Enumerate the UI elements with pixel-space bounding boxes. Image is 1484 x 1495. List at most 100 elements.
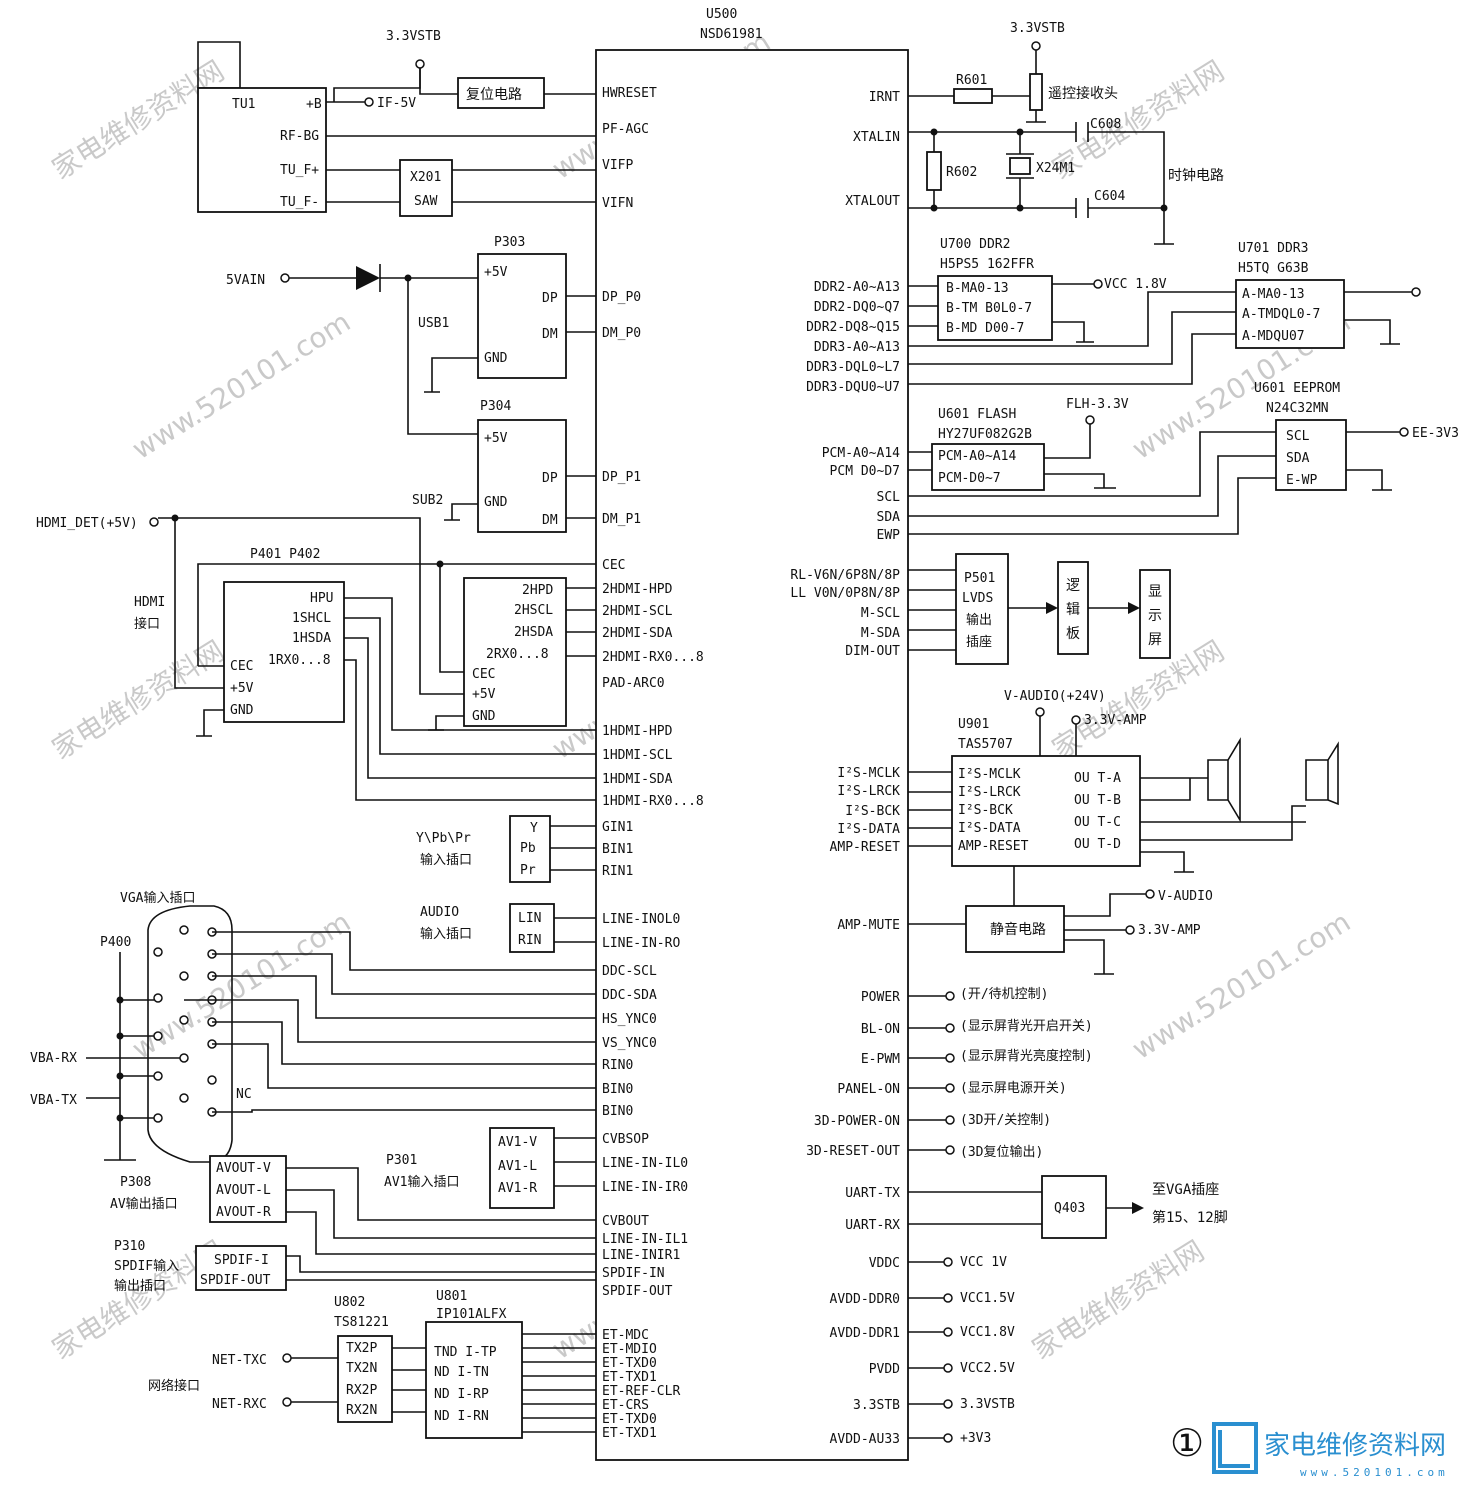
avout-l: AVOUT-L xyxy=(216,1183,271,1198)
reset-circuit-box xyxy=(457,77,545,109)
vcc18-label: VCC 1.8V xyxy=(1104,277,1167,292)
p303-dm: DM xyxy=(542,327,558,342)
u500-left-pin: ET-MDC xyxy=(602,1328,649,1343)
u500-left-pin: DP_P0 xyxy=(602,290,641,305)
u500-left-pin: RIN0 xyxy=(602,1058,633,1073)
u801-part: IP101ALFX xyxy=(436,1307,507,1322)
rail-vcc18: VCC1.8V xyxy=(960,1325,1015,1340)
diode xyxy=(356,266,380,290)
vga-pin xyxy=(153,947,163,957)
u500-right-pin: AVDD-DDR1 xyxy=(830,1326,900,1341)
ypbpr-pr: Pr xyxy=(520,863,536,878)
u500-left-pin: HWRESET xyxy=(602,86,657,101)
u802-tx2n: TX2N xyxy=(346,1361,377,1376)
u500-right-pin: DDR2-DQ0~Q7 xyxy=(814,300,900,315)
u500-right-pin: PCM-A0~A14 xyxy=(822,446,900,461)
vga-pin xyxy=(153,1071,163,1081)
p304-5v: +5V xyxy=(484,431,508,446)
amp33b-label: 3.3V-AMP xyxy=(1138,923,1201,938)
ee3v3-label: EE-3V3 xyxy=(1412,426,1459,441)
u500-right-pin: AVDD-AU33 xyxy=(830,1432,900,1447)
u601e-sda: SDA xyxy=(1286,451,1310,466)
u801-label: U801 xyxy=(436,1289,467,1304)
spdif-io-label: SPDIF输入 xyxy=(114,1258,179,1274)
vaudio-label: V-AUDIO xyxy=(1158,889,1213,904)
ctl-3dr: (3D复位输出) xyxy=(960,1144,1043,1160)
mute-circuit xyxy=(965,905,1065,953)
u500-left-pin: VIFN xyxy=(602,196,633,211)
u601f-a: PCM-A0~A14 xyxy=(938,449,1016,464)
u500-right-pin: LL V0N/0P8N/8P xyxy=(790,586,900,601)
screen-1: 显 xyxy=(1148,584,1162,600)
u500-left-pin: PF-AGC xyxy=(602,122,649,137)
u500-right-pin: I²S-MCLK xyxy=(837,766,900,781)
ypbpr-y: Y xyxy=(530,821,538,836)
av1-v: AV1-V xyxy=(498,1135,537,1150)
nc-label: NC xyxy=(236,1087,252,1102)
u500-right-pin: RL-V6N/6P8N/8P xyxy=(790,568,900,583)
u901-outc: OU T-C xyxy=(1074,815,1121,830)
u500-right-pin: I²S-BCK xyxy=(845,804,900,819)
u500-right-pin: UART-TX xyxy=(845,1186,900,1201)
vga-pin xyxy=(179,1093,189,1103)
hdmi2-gnd: GND xyxy=(472,709,496,724)
logic-3: 板 xyxy=(1066,626,1080,642)
screen-2: 示 xyxy=(1148,608,1162,624)
vga-pin xyxy=(153,1113,163,1123)
p501-box xyxy=(955,553,1009,665)
speaker-left xyxy=(1207,737,1241,823)
u500-right-pin: IRNT xyxy=(869,90,900,105)
u601f-part: HY27UF082G2B xyxy=(938,427,1032,442)
u801-tnd: TND I-TP xyxy=(434,1345,497,1360)
u901-reset: AMP-RESET xyxy=(958,839,1029,854)
u500-left-pin: BIN1 xyxy=(602,842,633,857)
u500-right-pin: SDA xyxy=(877,510,901,525)
hdmi1-cec: CEC xyxy=(230,659,253,674)
u802-rx2n: RX2N xyxy=(346,1403,377,1418)
u700-label: U700 DDR2 xyxy=(940,237,1010,252)
vbatx-label: VBA-TX xyxy=(30,1093,77,1108)
u500-left-pin: BIN0 xyxy=(602,1104,633,1119)
rail-stb: 3.3VSTB xyxy=(960,1397,1015,1412)
p304-gnd: GND xyxy=(484,495,508,510)
r602-label: R602 xyxy=(946,165,977,180)
u901-bck: I²S-BCK xyxy=(958,803,1013,818)
avout-label: AV输出插口 xyxy=(110,1196,178,1212)
ir-head-label: 遥控接收头 xyxy=(1048,85,1118,102)
lvds-out2: 插座 xyxy=(966,635,992,650)
tas-label: TAS5707 xyxy=(958,737,1013,752)
u700-part: H5PS5 162FFR xyxy=(940,257,1034,272)
u500-left-pin: RIN1 xyxy=(602,864,633,879)
saw-label: SAW xyxy=(414,194,438,209)
u700-b: B-TM B0L0-7 xyxy=(946,301,1032,316)
vga-pin xyxy=(179,971,189,981)
u500-right-pin: E-PWM xyxy=(861,1052,900,1067)
u500-left-pin: LINE-IN-IL1 xyxy=(602,1232,688,1247)
p501-label: P501 xyxy=(964,571,995,586)
u500-left-pin: SPDIF-IN xyxy=(602,1266,665,1281)
tu1-fp: TU_F+ xyxy=(280,163,319,178)
rail-vcc25: VCC2.5V xyxy=(960,1361,1015,1376)
u500-left-pin: ET-TXD0 xyxy=(602,1356,657,1371)
u500-left-pin: 2HDMI-SDA xyxy=(602,626,673,641)
hdmi2-hpd: 2HPD xyxy=(522,583,553,598)
p303-gnd: GND xyxy=(484,351,508,366)
u701-box xyxy=(1235,279,1345,349)
u500-right-pin: EWP xyxy=(877,528,901,543)
speaker-right xyxy=(1305,741,1339,806)
hdmidet-label: HDMI_DET(+5V) xyxy=(36,516,138,531)
u801-nd3: ND I-RN xyxy=(434,1409,489,1424)
p303-dp: DP xyxy=(542,291,558,306)
u801-box xyxy=(425,1321,523,1439)
u500-right-pin: DIM-OUT xyxy=(845,644,900,659)
u901-outd: OU T-D xyxy=(1074,837,1121,852)
av1-r: AV1-R xyxy=(498,1181,537,1196)
spdif-i: SPDIF-I xyxy=(214,1253,269,1268)
tu1-label: TU1 xyxy=(232,97,255,112)
p304-dp: DP xyxy=(542,471,558,486)
u601f-d: PCM-D0~7 xyxy=(938,471,1001,486)
x24m-crystal xyxy=(1009,157,1031,175)
u500-left-pin: DM_P1 xyxy=(602,512,641,527)
vga-pin xyxy=(179,925,189,935)
u500-right-pin: PANEL-ON xyxy=(837,1082,900,1097)
